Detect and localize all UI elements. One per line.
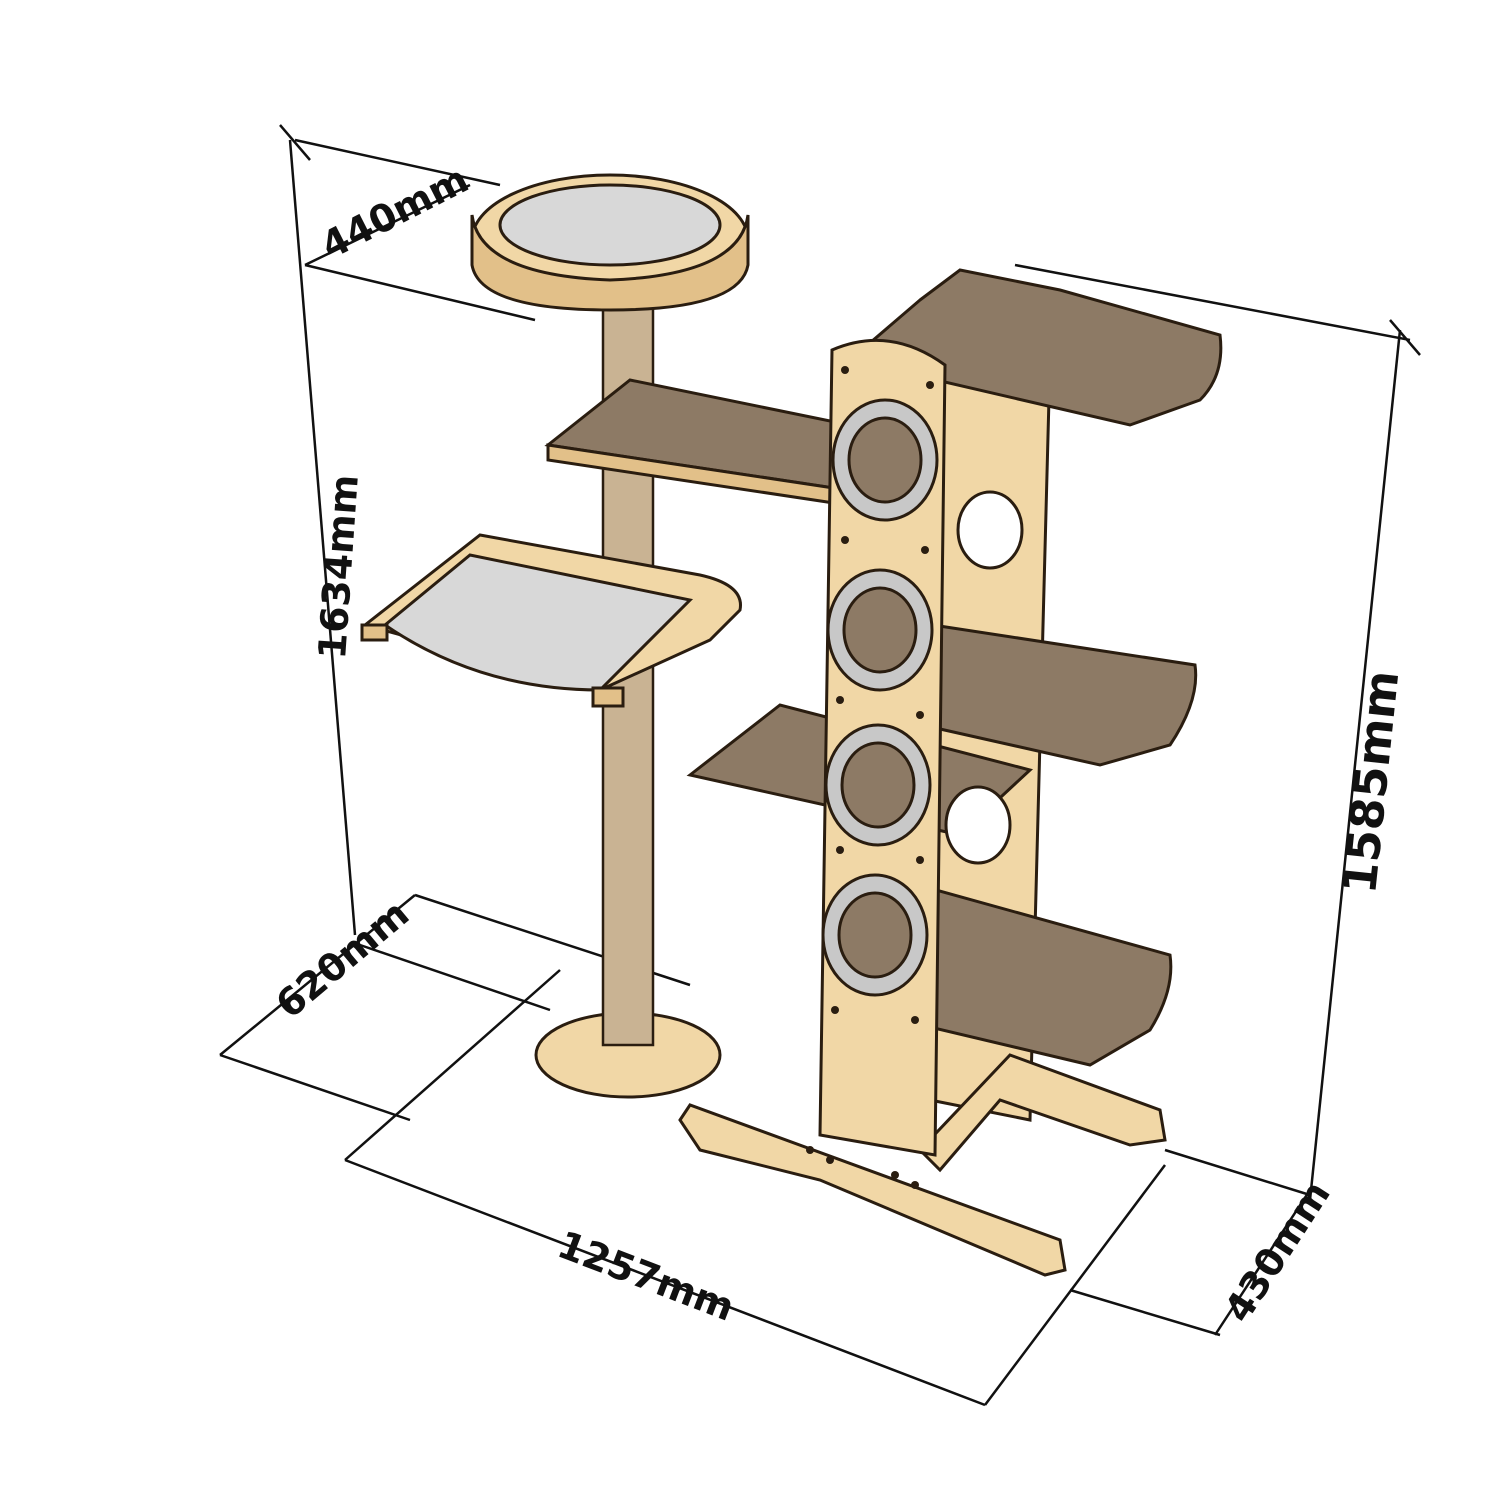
- total-width-label: 1257mm: [552, 1222, 740, 1329]
- bottom-right-shelf: [898, 878, 1173, 1067]
- right-height-label: 1585mm: [1332, 668, 1409, 896]
- screw-dots: [806, 366, 934, 1189]
- right-depth-label: 430mm: [1216, 1173, 1339, 1330]
- cat-rings: [821, 398, 939, 997]
- right-tower: [678, 268, 1223, 1277]
- left-base-depth-label: 620mm: [268, 891, 418, 1027]
- front-leg: [678, 1103, 1067, 1277]
- dimension-lines: [219, 124, 1421, 1407]
- upper-right-shelf: [898, 618, 1198, 767]
- bed-diameter-label: 440mm: [314, 157, 475, 268]
- top-shelf: [846, 268, 1223, 427]
